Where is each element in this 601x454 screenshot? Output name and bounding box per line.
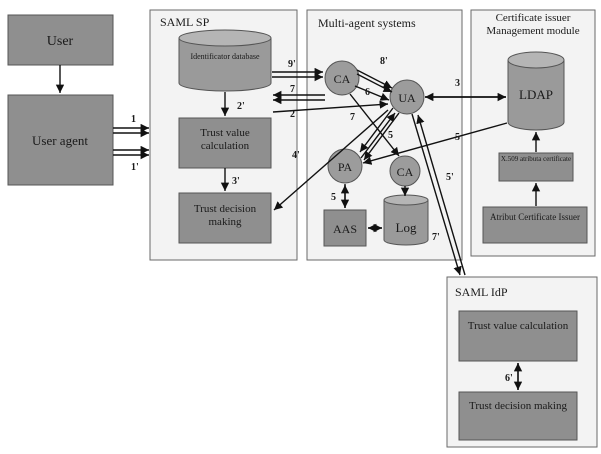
- identificator-database: [178, 29, 272, 92]
- arrow-7p: [416, 114, 466, 276]
- edge-label-8p: 8': [380, 56, 388, 67]
- aas-label: AAS: [333, 222, 357, 236]
- edge-label-6p: 6': [505, 373, 513, 384]
- user-label: User: [47, 34, 74, 49]
- saml-sp-title: SAML SP: [160, 15, 210, 29]
- cert-issuer-title: Certificate issuer Management module: [486, 12, 580, 37]
- edge-label-5p: 5': [446, 172, 454, 183]
- log-store: [383, 194, 429, 246]
- pa-node: [327, 148, 363, 184]
- edge-label-5a: 5: [388, 130, 393, 141]
- trust-decision-idp-label: Trust decision making: [469, 400, 567, 412]
- edge-label-5b: 5: [455, 132, 460, 143]
- ldap-store: [507, 51, 565, 131]
- edge-label-2p: 2': [237, 101, 245, 112]
- arrow-ua-pa-2: [360, 112, 396, 159]
- edge-label-3p: 3': [232, 176, 240, 187]
- identificator-database-label: Identificator database: [190, 52, 260, 61]
- ca-top-node: [324, 60, 360, 96]
- edge-label-7b: 7: [350, 112, 355, 123]
- edge-label-7p: 7': [432, 232, 440, 243]
- trust-value-sp-box: [178, 117, 272, 169]
- edge-label-9p: 9': [288, 59, 296, 70]
- attr-cert-issuer-label: Atribut Certificate Issuer: [490, 212, 580, 222]
- arrow-4p: [273, 109, 389, 211]
- x509-label: X.509 atributa certificate: [500, 155, 572, 163]
- trust-value-sp-label: Trust value calculation: [200, 127, 250, 152]
- arrow-8pb: [356, 73, 393, 93]
- x509-box: [498, 152, 574, 182]
- arrow-5p: [411, 113, 462, 276]
- user-agent-box: [7, 94, 114, 186]
- user-agent-label: User agent: [32, 133, 88, 148]
- arrow-5-ldap: [362, 122, 508, 165]
- edge-label-1p: 1': [131, 162, 139, 173]
- arrow-ua-pa-3: [363, 112, 400, 161]
- edge-label-5c: 5: [331, 192, 336, 203]
- aas-box: [323, 209, 367, 247]
- ca-bottom-label: CA: [397, 165, 414, 179]
- ca-top-label: CA: [334, 72, 351, 86]
- saml-idp-title: SAML IdP: [455, 285, 508, 299]
- trust-decision-sp-box: [178, 192, 272, 244]
- edge-label-2: 2: [290, 109, 295, 120]
- pa-label: PA: [338, 160, 353, 174]
- arrow-2: [272, 100, 389, 113]
- trust-decision-idp-box: [458, 391, 578, 441]
- trust-value-idp-box: [458, 310, 578, 362]
- edge-label-1: 1: [131, 114, 136, 125]
- trust-value-idp-label: Trust value calculation: [467, 320, 569, 332]
- edge-label-7a: 7: [290, 84, 295, 95]
- trust-decision-sp-label: Trust decision making: [193, 203, 257, 228]
- ldap-label: LDAP: [519, 87, 553, 102]
- attr-cert-issuer-box: [482, 206, 588, 244]
- arrow-6: [354, 85, 390, 101]
- ua-label: UA: [398, 91, 416, 105]
- log-label: Log: [396, 220, 417, 235]
- ua-node: [389, 79, 425, 115]
- edge-label-6: 6: [365, 87, 370, 98]
- edge-label-4p: 4': [292, 150, 300, 161]
- mas-title: Multi-agent systems: [318, 16, 416, 30]
- edge-label-3: 3: [455, 78, 460, 89]
- arrow-ca-ca: [349, 93, 400, 157]
